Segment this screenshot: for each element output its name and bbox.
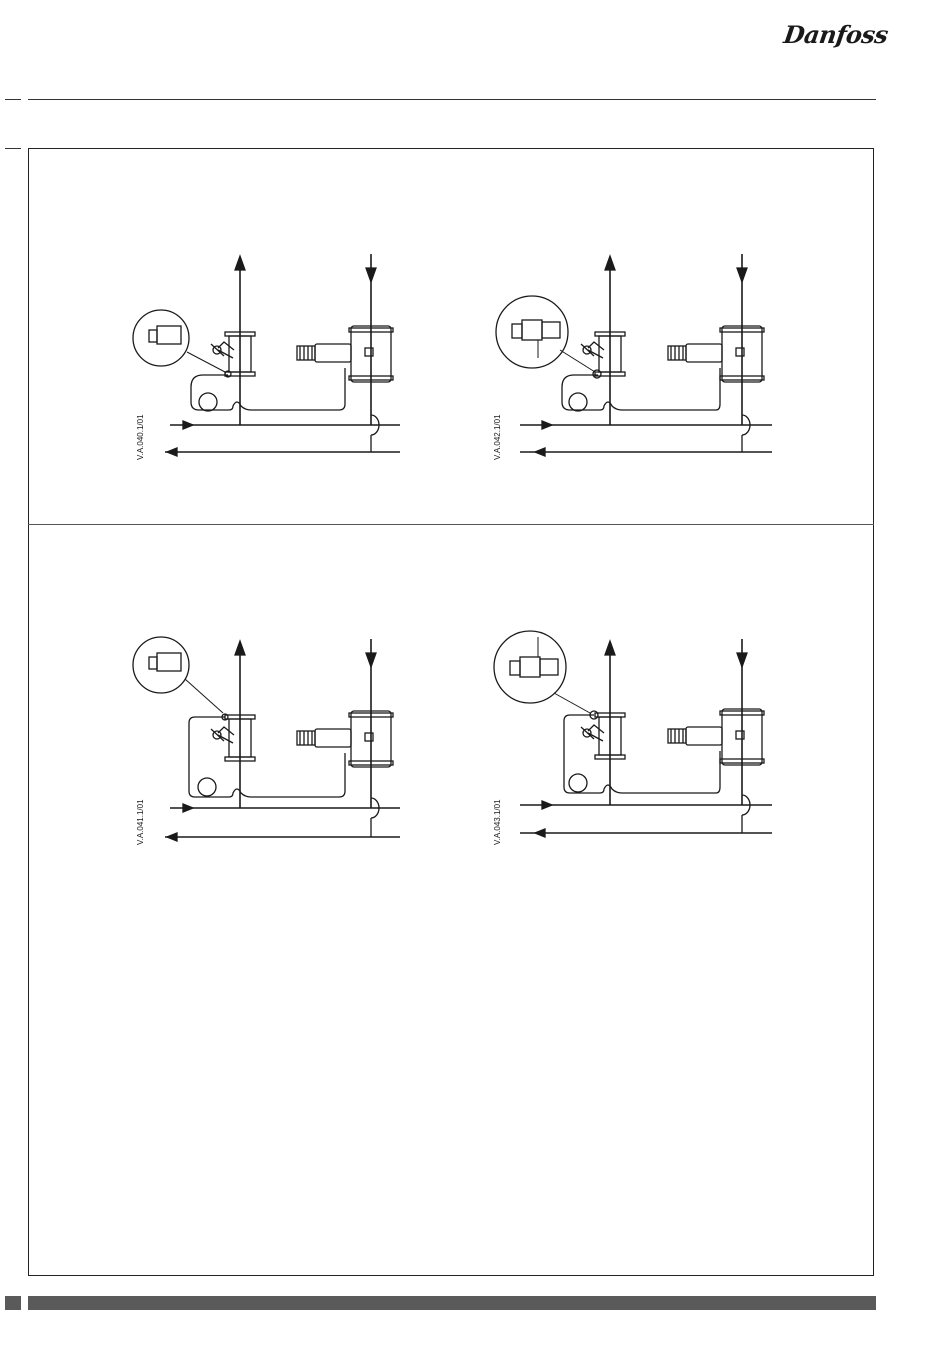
installation-diagram-2: V.A.042.1/01	[490, 240, 790, 480]
installation-diagram-3: V.A.041.1/01	[125, 625, 425, 865]
section-divider	[28, 524, 874, 525]
drawing-code: V.A.042.1/01	[493, 414, 502, 460]
drawing-code: V.A.040.1/01	[136, 414, 145, 460]
installation-diagram-1: V.A.040.1/01	[125, 240, 425, 480]
header-rule	[28, 99, 876, 100]
drawing-code: V.A.041.1/01	[136, 799, 145, 845]
margin-rule-top	[5, 99, 21, 100]
footer-bar	[28, 1296, 876, 1310]
brand-logo: Danfoss	[782, 20, 890, 49]
installation-diagram-4: V.A.043.1/01	[490, 625, 790, 865]
footer-marker	[5, 1296, 21, 1310]
margin-rule-frame	[5, 148, 21, 149]
drawing-code: V.A.043.1/01	[493, 799, 502, 845]
